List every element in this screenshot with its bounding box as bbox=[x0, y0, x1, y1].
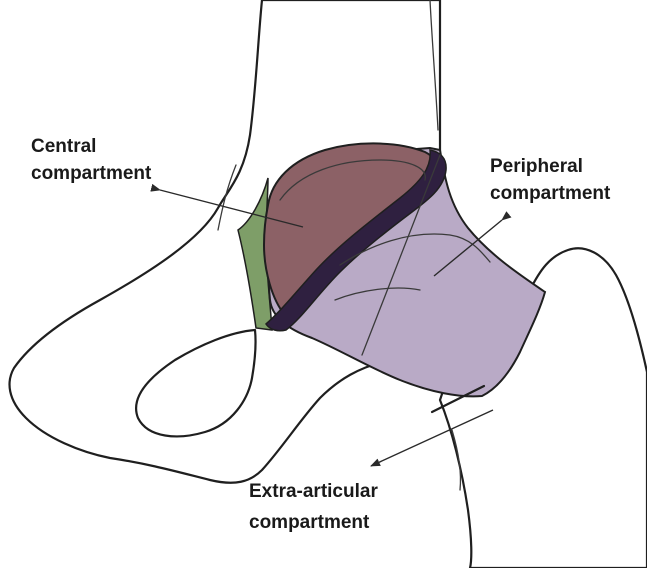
obturator-foramen bbox=[136, 330, 255, 436]
ilium-edge-line bbox=[218, 165, 236, 230]
extra-articular-label-line2: compartment bbox=[249, 512, 370, 533]
peripheral-compartment-label-line1: Peripheral bbox=[490, 156, 583, 177]
peripheral-compartment-label-line2: compartment bbox=[490, 183, 611, 204]
central-compartment-label-line1: Central bbox=[31, 136, 96, 157]
extra-articular-compartment-arrow bbox=[371, 410, 493, 466]
central-compartment-label-line2: compartment bbox=[31, 163, 152, 184]
ilium-fold-line bbox=[430, 0, 438, 130]
extra-articular-label-line1: Extra-articular bbox=[249, 481, 378, 502]
